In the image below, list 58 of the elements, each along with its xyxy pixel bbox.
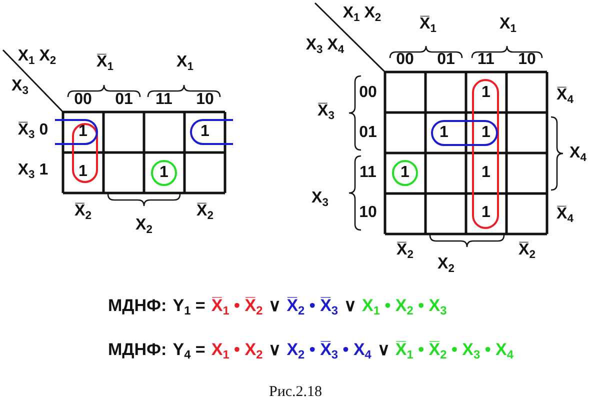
variable-label: X̅$_{3}$ [318,104,334,122]
column-code: 11 [478,52,494,68]
variable-label: X̅$_{2}$ [396,242,414,262]
formula-prefix: МДНФ: [108,296,167,316]
formula-prefix: МДНФ: [108,340,167,360]
variable-label: X̅$_{2}$ [74,204,92,222]
or-operator: ∨ [268,339,281,360]
formula-term: X$_{1}$ • X$_{2}$ • X$_{3}$ [362,296,447,318]
column-code: 01 [115,92,133,108]
or-operator: ∨ [377,339,390,360]
variable-label: X̅$_{1}$ [96,54,114,74]
variable-label: X$_{3}$ [12,78,28,98]
variable-label: X̅$_{4}$ [556,206,574,226]
formula-term: X$_{1}$ • X$_{2}$ [211,340,263,362]
or-operator: ∨ [268,295,281,316]
column-code: 00 [396,52,414,68]
variable-label: X$_{1}$ X$_{2}$ [18,48,56,68]
row-label: X̅$_{3}$ 0 [18,122,48,142]
variable-label: X$_{4}$ [570,146,586,164]
or-operator: ∨ [344,295,356,316]
formula-term: X$_{2}$ • X̅$_{3}$ • X$_{4}$ [286,340,372,362]
cell-value: 1 [160,165,168,181]
cell-value: 1 [482,85,490,101]
cell-value: 1 [78,124,88,140]
cell-value: 1 [200,124,210,140]
formula-term: X̅$_{2}$ • X̅$_{3}$ [286,296,338,318]
variable-label: X$_{1}$ X$_{2}$ [342,6,382,24]
row-code: 00 [359,85,377,101]
column-code: 10 [518,52,536,68]
formula-term: X̅$_{1}$ • X̅$_{2}$ • X$_{3}$ • X$_{4}$ [395,340,514,362]
variable-label: X$_{2}$ [136,218,152,236]
cell-value: 1 [440,125,448,141]
cell-value: 1 [482,205,490,221]
cell-value: 1 [482,125,490,141]
variable-label: X$_{1}$ [500,16,516,36]
variable-label: X$_{3}$ [312,190,328,210]
row-code: 01 [359,125,377,141]
row-code: 11 [360,165,376,181]
cell-value: 1 [78,164,88,180]
variable-label: X̅$_{2}$ [196,204,214,222]
formula-result: Y$_{1}$ = [172,296,206,318]
variable-label: X$_{2}$ [438,256,454,276]
formula-result: Y$_{4}$ = [172,340,206,362]
column-code: 11 [156,92,172,108]
cell-value: 1 [482,165,490,181]
cell-value: 1 [400,165,410,181]
column-code: 01 [437,52,455,68]
variable-label: X̅$_{1}$ [420,16,436,36]
row-label: X$_{3}$ 1 [18,162,48,182]
variable-label: X̅$_{4}$ [556,88,574,106]
variable-label: X$_{1}$ [176,54,194,74]
formula-term: X̅$_{1}$ • X̅$_{2}$ [211,296,263,318]
column-code: 10 [196,92,214,108]
variable-label: X̅$_{2}$ [518,242,536,262]
figure-caption: Рис.2.18 [268,384,324,401]
variable-label: X$_{3}$ X$_{4}$ [306,38,344,56]
column-code: 00 [74,92,92,108]
row-code: 10 [359,205,377,221]
